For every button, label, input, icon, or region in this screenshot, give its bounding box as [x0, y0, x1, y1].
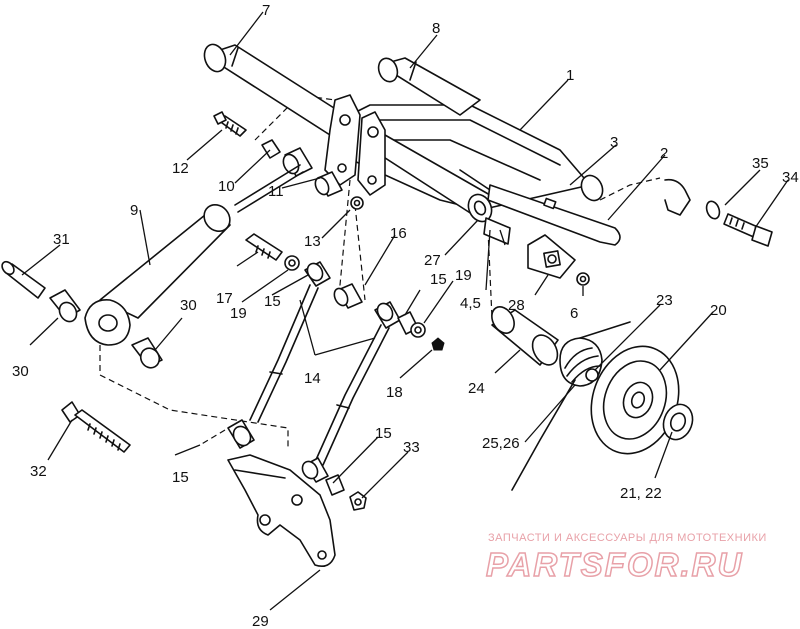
strap-part-2 — [487, 184, 621, 246]
callout-4-5: 4,5 — [460, 295, 481, 312]
mount-bracket-right — [357, 111, 386, 196]
bushing-part-11 — [314, 171, 343, 197]
bolt-part-17 — [245, 233, 283, 261]
callout-24: 24 — [468, 380, 485, 397]
bracket-part-28 — [527, 234, 576, 279]
callout-15-lower-left: 15 — [172, 469, 189, 486]
callout-11: 11 — [268, 183, 284, 200]
bushing-part-16 — [333, 283, 363, 309]
callout-20: 20 — [710, 302, 727, 319]
nut-part-18 — [431, 337, 445, 351]
tube-end-part-1 — [580, 174, 604, 202]
bushing-part-30-right — [131, 337, 163, 369]
bolt-part-34 — [664, 178, 773, 247]
callout-17: 17 — [216, 290, 233, 307]
callout-6: 6 — [570, 305, 578, 322]
bushing-part-15-lower-left — [227, 419, 255, 449]
bolt-part-32 — [61, 401, 131, 453]
shock-absorber-part-9 — [84, 164, 304, 346]
bushing-part-15-lower-right — [301, 457, 329, 483]
callout-33: 33 — [403, 439, 420, 456]
callout-15-lower-right: 15 — [375, 425, 392, 442]
washer-part-19-right — [410, 322, 426, 338]
mount-bracket-left — [324, 94, 361, 186]
hub-cap-part-21-22 — [662, 403, 694, 441]
callout-12: 12 — [172, 160, 189, 177]
roller-part-24 — [491, 306, 559, 366]
callout-labels: 7 8 1 3 2 35 34 12 10 11 9 13 16 27 31 1… — [12, 2, 799, 629]
callout-15-upper-right: 15 — [430, 271, 447, 288]
callout-21-22: 21, 22 — [620, 485, 662, 502]
torsion-spring-part-25-26 — [511, 321, 631, 491]
callout-leader-lines — [21, 11, 789, 611]
callout-29: 29 — [252, 613, 269, 629]
callout-8: 8 — [432, 20, 440, 37]
callout-27: 27 — [424, 252, 441, 269]
idler-wheel-part-20 — [590, 345, 680, 455]
nut-part-13 — [350, 196, 364, 210]
link-arm-part-14-right — [314, 301, 401, 466]
callout-23: 23 — [656, 292, 673, 309]
tube-part-27 — [364, 134, 511, 245]
callout-1: 1 — [566, 67, 574, 84]
bushing-part-10 — [282, 147, 313, 177]
nut-part-6 — [576, 272, 590, 286]
callout-31: 31 — [53, 231, 70, 248]
callout-19-left: 19 — [230, 305, 247, 322]
shaft-part-8 — [377, 57, 481, 116]
callout-18: 18 — [386, 384, 403, 401]
callout-16: 16 — [390, 225, 407, 242]
pin-part-31 — [1, 260, 46, 299]
callout-10: 10 — [218, 178, 235, 195]
callout-9: 9 — [130, 202, 138, 219]
callout-28: 28 — [508, 297, 525, 314]
mount-bracket-part-29 — [227, 454, 336, 568]
bolt-part-12 — [213, 111, 247, 137]
callout-14: 14 — [304, 370, 321, 387]
callout-15-upper-left: 15 — [264, 293, 281, 310]
callout-30-left: 30 — [12, 363, 29, 380]
callout-25-26: 25,26 — [482, 435, 520, 452]
callout-30-right: 30 — [180, 297, 197, 314]
callout-13: 13 — [304, 233, 321, 250]
callout-2: 2 — [660, 145, 668, 162]
callout-34: 34 — [782, 169, 799, 186]
bushing-part-30-left — [49, 289, 81, 323]
callout-35: 35 — [752, 155, 769, 172]
washer-part-19-left — [284, 255, 300, 271]
watermark-tagline: ЗАПЧАСТИ И АКСЕССУАРЫ ДЛЯ МОТОТЕХНИКИ — [488, 532, 767, 544]
callout-7: 7 — [262, 2, 270, 19]
callout-19-right: 19 — [455, 267, 472, 284]
watermark-brand-logo: PARTSFOR.RU — [485, 545, 744, 584]
nut-part-33 — [349, 491, 367, 511]
callout-3: 3 — [610, 134, 618, 151]
callout-32: 32 — [30, 463, 47, 480]
link-arm-part-14-left — [249, 261, 331, 423]
spacer-part-15-lower — [325, 474, 345, 496]
pin-part-10 — [261, 139, 281, 159]
